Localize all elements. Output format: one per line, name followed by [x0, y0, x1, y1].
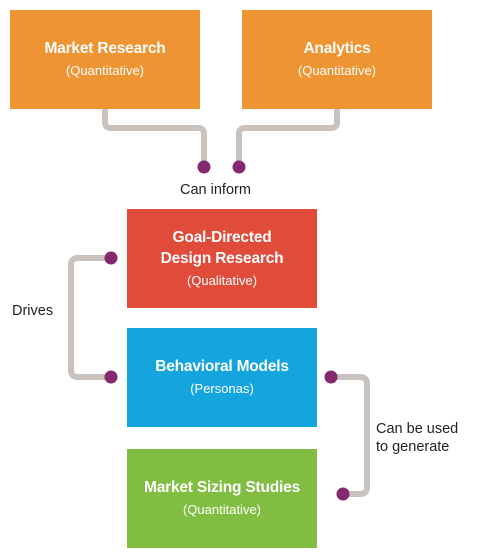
- market-sizing-subtitle: (Quantitative): [182, 502, 262, 517]
- market-sizing-box: Market Sizing Studies (Quantitative): [127, 449, 317, 548]
- connector-analytics: [236, 109, 340, 167]
- connector-dot: [197, 160, 211, 174]
- drives-label: Drives: [12, 303, 54, 319]
- connector-dot: [336, 487, 350, 501]
- behavioral-models-box: Behavioral Models (Personas): [127, 328, 317, 427]
- analytics-title: Analytics: [303, 40, 371, 57]
- goal-directed-subtitle: (Qualitative): [186, 272, 258, 288]
- can-be-used-line2: to generate: [376, 439, 450, 455]
- market-research-box: Market Research (Quantitative): [10, 10, 200, 109]
- analytics-box: Analytics (Quantitative): [242, 10, 432, 109]
- market-research-title: Market Research: [44, 40, 166, 57]
- connector-drives: [68, 255, 111, 380]
- analytics-subtitle: (Quantitative): [297, 63, 377, 78]
- can-be-used-label: Can be used to generate: [376, 420, 458, 456]
- connector-dot: [104, 251, 118, 265]
- market-research-subtitle: (Quantitative): [65, 63, 145, 78]
- goal-directed-title-line1: Goal-Directed: [172, 228, 272, 246]
- behavioral-models-subtitle: (Personas): [190, 381, 254, 396]
- behavioral-models-title: Behavioral Models: [155, 358, 289, 375]
- goal-directed-title-line2: Design Research: [160, 249, 284, 267]
- market-sizing-title: Market Sizing Studies: [144, 479, 300, 496]
- connector-market-research: [102, 109, 207, 167]
- connector-dot: [232, 160, 246, 174]
- can-be-used-line1: Can be used: [376, 421, 459, 437]
- connector-dot: [104, 370, 118, 384]
- goal-directed-box: Goal-Directed Design Research (Qualitati…: [127, 209, 317, 308]
- can-inform-label: Can inform: [180, 182, 251, 198]
- connector-dot: [324, 370, 338, 384]
- connector-generate: [331, 374, 370, 497]
